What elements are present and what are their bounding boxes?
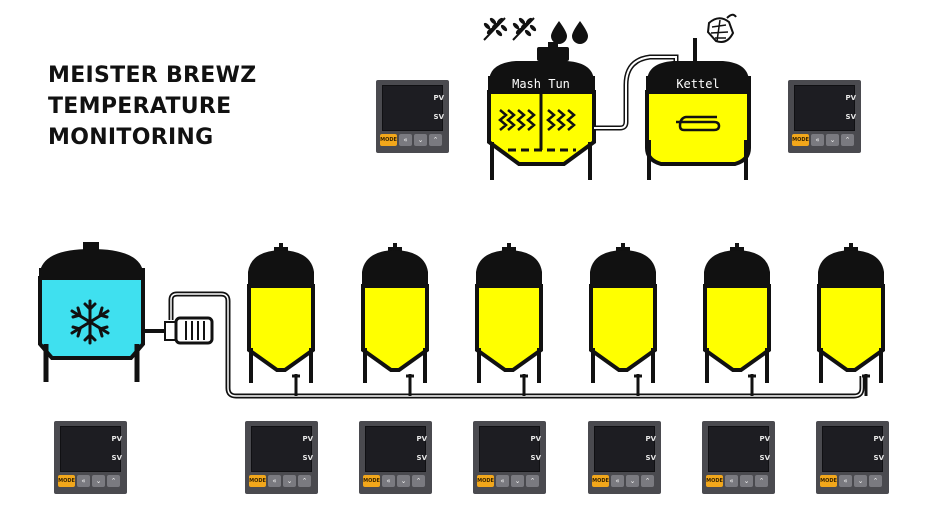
title-line-2: TEMPERATURE: [48, 94, 232, 119]
controller-display: [594, 426, 655, 472]
chevron-down-icon[interactable]: ⌄: [511, 475, 524, 487]
temperature-controller-fermenter-2[interactable]: PV SV MODE«⌄⌃: [359, 421, 432, 494]
mode-button[interactable]: MODE: [477, 475, 494, 487]
title-line-1: MEISTER BREWZ: [48, 63, 257, 88]
mode-button[interactable]: MODE: [706, 475, 723, 487]
chevron-down-icon[interactable]: ⌄: [854, 475, 867, 487]
pv-label: PV: [759, 435, 770, 443]
chevron-down-icon[interactable]: ⌄: [397, 475, 410, 487]
chevron-left-icon[interactable]: «: [725, 475, 738, 487]
pv-label: PV: [645, 435, 656, 443]
mode-button[interactable]: MODE: [792, 134, 809, 146]
chevron-down-icon[interactable]: ⌄: [414, 134, 427, 146]
chevron-up-icon[interactable]: ⌃: [412, 475, 425, 487]
chevron-up-icon[interactable]: ⌃: [641, 475, 654, 487]
mode-button[interactable]: MODE: [820, 475, 837, 487]
sv-label: SV: [873, 454, 884, 462]
chevron-down-icon[interactable]: ⌄: [92, 475, 105, 487]
temperature-controller-fermenter-6[interactable]: PV SV MODE«⌄⌃: [816, 421, 889, 494]
mash-tun-label: Mash Tun: [512, 77, 570, 91]
pump-motor-icon: [143, 316, 214, 345]
sv-label: SV: [302, 454, 313, 462]
temperature-controller-fermenter-5[interactable]: PV SV MODE«⌄⌃: [702, 421, 775, 494]
chevron-up-icon[interactable]: ⌃: [841, 134, 854, 146]
mode-button[interactable]: MODE: [363, 475, 380, 487]
snowflake-icon: [70, 299, 110, 345]
sv-label: SV: [759, 454, 770, 462]
fermenter-1: [247, 243, 315, 396]
chevron-left-icon[interactable]: «: [268, 475, 281, 487]
page-title: MEISTER BREWZ TEMPERATURE MONITORING: [48, 60, 308, 153]
sv-label: SV: [416, 454, 427, 462]
pv-label: PV: [111, 435, 122, 443]
kettle: Kettel: [645, 38, 751, 180]
pv-label: PV: [530, 435, 541, 443]
chevron-down-icon[interactable]: ⌄: [826, 134, 839, 146]
sv-label: SV: [111, 454, 122, 462]
sv-label: SV: [645, 454, 656, 462]
fermenter-5: [703, 243, 771, 396]
temperature-controller-fermenter-4[interactable]: PV SV MODE«⌄⌃: [588, 421, 661, 494]
chevron-up-icon[interactable]: ⌃: [107, 475, 120, 487]
wheat-icon: [512, 17, 537, 41]
controller-display: [708, 426, 769, 472]
water-drop-icon: [572, 21, 588, 44]
temperature-controller-kettle[interactable]: PV SV MODE«⌄⌃: [788, 80, 861, 153]
chevron-up-icon[interactable]: ⌃: [429, 134, 442, 146]
mode-button[interactable]: MODE: [380, 134, 397, 146]
controller-display: [822, 426, 883, 472]
fermenter-row: [247, 243, 885, 396]
chevron-down-icon[interactable]: ⌄: [626, 475, 639, 487]
sv-label: SV: [845, 113, 856, 121]
temperature-controller-mash[interactable]: PV SV MODE«⌄⌃: [376, 80, 449, 153]
pv-label: PV: [302, 435, 313, 443]
wheat-icon: [483, 17, 508, 41]
mode-button[interactable]: MODE: [58, 475, 75, 487]
glycol-chiller-tank: [38, 242, 145, 382]
fermenter-2: [361, 243, 429, 396]
chevron-down-icon[interactable]: ⌄: [740, 475, 753, 487]
controller-display: [251, 426, 312, 472]
chevron-left-icon[interactable]: «: [399, 134, 412, 146]
chevron-left-icon[interactable]: «: [611, 475, 624, 487]
chevron-down-icon[interactable]: ⌄: [283, 475, 296, 487]
hop-icon: [706, 13, 737, 43]
temperature-controller-chiller[interactable]: PV SV MODE«⌄⌃: [54, 421, 127, 494]
fermenter-6: [817, 243, 885, 396]
chevron-left-icon[interactable]: «: [496, 475, 509, 487]
mode-button[interactable]: MODE: [592, 475, 609, 487]
chevron-left-icon[interactable]: «: [839, 475, 852, 487]
mash-tun: Mash Tun: [487, 42, 596, 180]
controller-display: [794, 85, 855, 131]
chevron-up-icon[interactable]: ⌃: [526, 475, 539, 487]
sv-label: SV: [433, 113, 444, 121]
pv-label: PV: [433, 94, 444, 102]
sv-label: SV: [530, 454, 541, 462]
chevron-left-icon[interactable]: «: [77, 475, 90, 487]
pv-label: PV: [873, 435, 884, 443]
chevron-up-icon[interactable]: ⌃: [869, 475, 882, 487]
fermenter-4: [589, 243, 657, 396]
fermenter-3: [475, 243, 543, 396]
temperature-controller-fermenter-3[interactable]: PV SV MODE«⌄⌃: [473, 421, 546, 494]
chevron-up-icon[interactable]: ⌃: [298, 475, 311, 487]
kettle-label: Kettel: [676, 77, 719, 91]
chevron-up-icon[interactable]: ⌃: [755, 475, 768, 487]
temperature-controller-fermenter-1[interactable]: PV SV MODE«⌄⌃: [245, 421, 318, 494]
controller-display: [382, 85, 443, 131]
title-line-3: MONITORING: [48, 125, 214, 150]
chevron-left-icon[interactable]: «: [382, 475, 395, 487]
controller-display: [365, 426, 426, 472]
controller-display: [479, 426, 540, 472]
controller-display: [60, 426, 121, 472]
chevron-left-icon[interactable]: «: [811, 134, 824, 146]
mode-button[interactable]: MODE: [249, 475, 266, 487]
pv-label: PV: [845, 94, 856, 102]
water-drop-icon: [551, 21, 567, 44]
pv-label: PV: [416, 435, 427, 443]
